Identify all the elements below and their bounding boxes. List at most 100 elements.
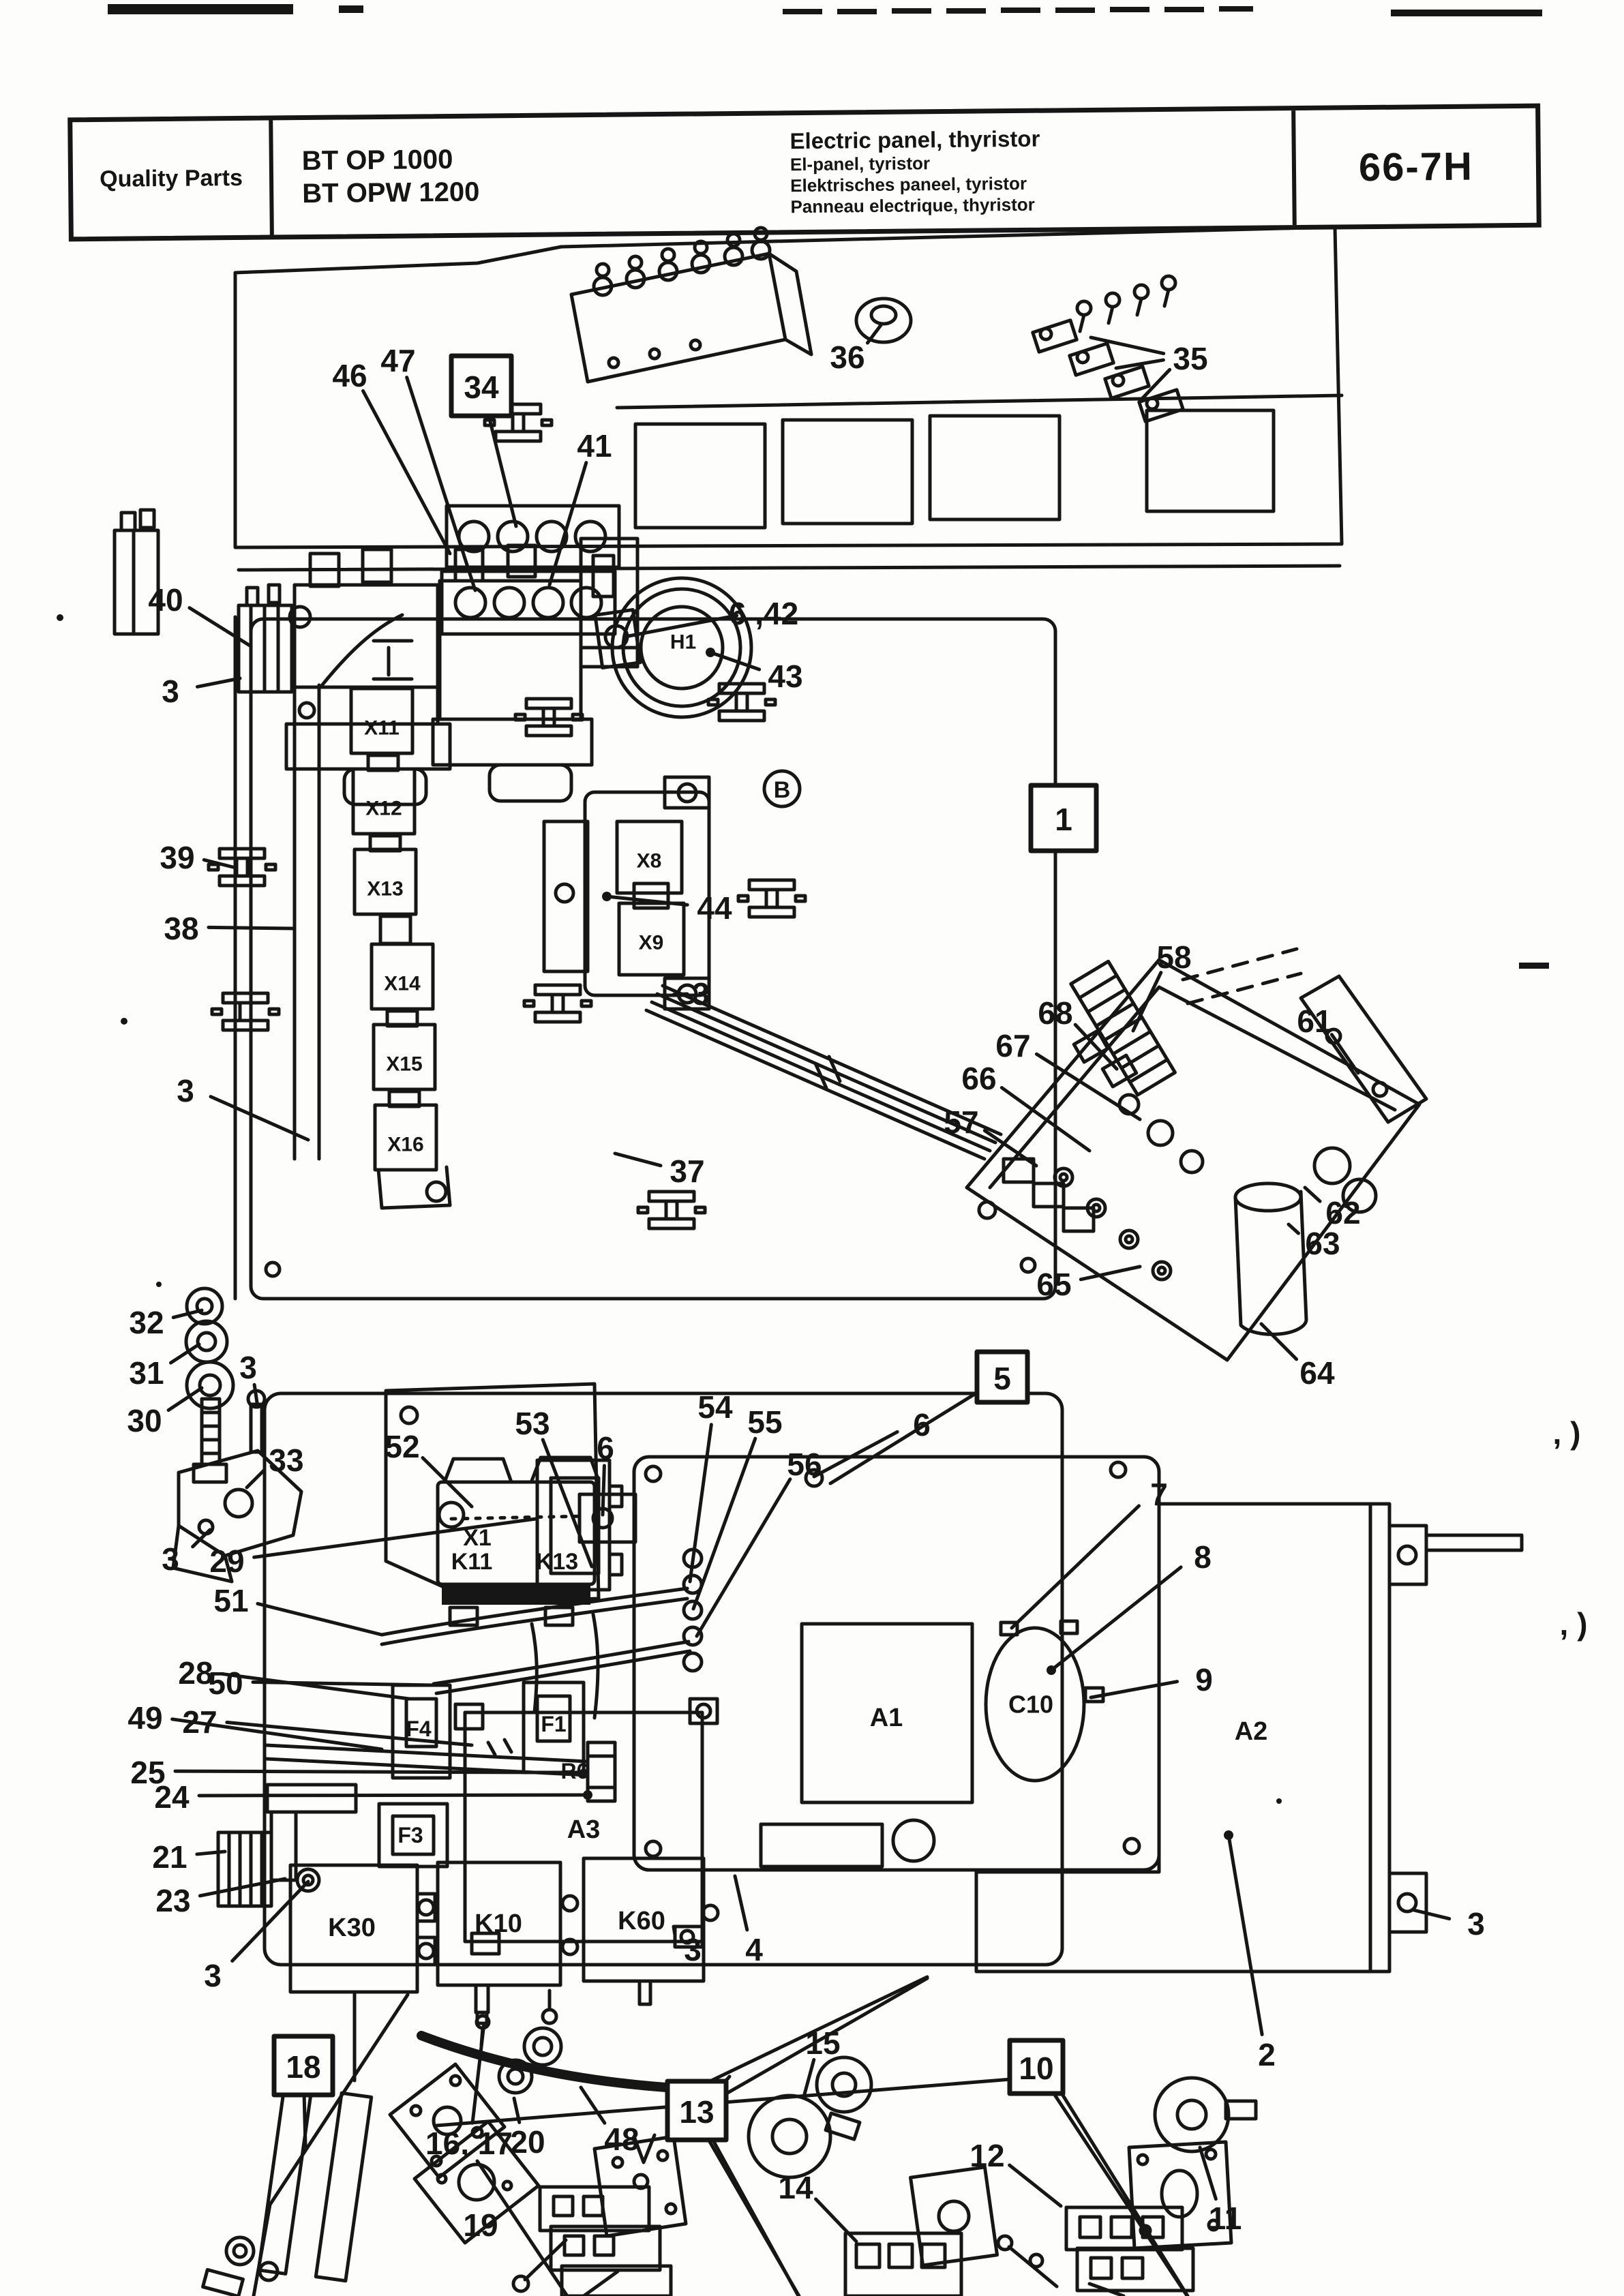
callout-31: 31: [129, 1355, 164, 1391]
a1-plate: [577, 1455, 1161, 1872]
leader-66: [999, 1086, 1092, 1153]
leader-39: [202, 858, 235, 869]
callout-16-17: 16, 17: [425, 2126, 513, 2161]
leader-64: [1259, 1322, 1299, 1361]
callout-62: 62: [1325, 1195, 1360, 1230]
callout-12: 12: [969, 2138, 1004, 2173]
leader-46: [361, 389, 452, 556]
part-label-a1: A1: [870, 1704, 903, 1732]
leader-21: [195, 1849, 227, 1856]
top-panel-assembly: [112, 225, 1344, 806]
leader-24: [197, 1793, 590, 1798]
cap-15: [747, 2055, 873, 2179]
part-label-x11: X11: [364, 717, 400, 740]
callout-21: 21: [152, 1839, 187, 1875]
callout-B: B: [774, 777, 791, 803]
part-label-x15: X15: [386, 1053, 422, 1076]
callout-57: 57: [944, 1104, 978, 1140]
leader-54: [688, 1423, 713, 1584]
leader-3c: [209, 1095, 310, 1142]
callout-19: 19: [463, 2207, 498, 2243]
ref-box-1: [1028, 783, 1099, 854]
part-label-x14: X14: [384, 973, 421, 995]
wing-bolt: [706, 682, 777, 723]
horn-h1: [593, 576, 753, 719]
leader-3a: [195, 676, 242, 689]
callout-14: 14: [778, 2170, 813, 2205]
callout-3b: 3: [692, 976, 710, 1012]
leader-12: [1008, 2163, 1063, 2208]
leader-41: [547, 461, 588, 587]
callout-35: 35: [1173, 341, 1207, 376]
leader-52: [421, 1456, 474, 1509]
callout-3e: 3: [162, 1541, 179, 1577]
callout-44: 44: [697, 890, 732, 926]
part-label-c10: C10: [1008, 1691, 1053, 1719]
leader-57: [982, 1128, 1038, 1168]
callout-34: 34: [464, 369, 499, 405]
callout-15: 15: [805, 2025, 840, 2061]
leader-27: [225, 1721, 474, 1747]
leader-62: [1303, 1185, 1322, 1203]
callout-3a: 3: [162, 674, 179, 709]
part-label-x12: X12: [365, 798, 402, 820]
callout-63: 63: [1305, 1226, 1340, 1261]
wiring-loom: [644, 984, 1003, 1161]
stray-mark-1: , ): [1560, 1606, 1588, 1642]
part-label-x1: X1: [463, 1525, 492, 1551]
leader-14: [814, 2197, 858, 2244]
callout-41: 41: [577, 428, 612, 464]
leader-31: [168, 1342, 201, 1365]
callout-6L: 6: [597, 1430, 614, 1466]
callout-29: 29: [209, 1543, 244, 1579]
leader-33: [245, 1468, 267, 1490]
leader-4: [733, 1874, 749, 1932]
part-label-x8: X8: [637, 850, 662, 873]
leader-3h: [672, 1924, 677, 1936]
cable-48: [417, 2031, 692, 2094]
leader-51: [256, 1601, 384, 1637]
callout-5: 5: [993, 1361, 1011, 1396]
leader-47: [405, 376, 477, 592]
callout-48: 48: [604, 2121, 639, 2157]
main-board: [207, 402, 1057, 1301]
wing-bolt: [210, 991, 281, 1032]
leader-8: [1049, 1565, 1183, 1672]
module-bolts: [592, 226, 772, 369]
leader-3b: [672, 992, 689, 997]
wing-bolt: [513, 697, 584, 738]
k11-k13-block: [436, 1455, 601, 1627]
part-label-k11: K11: [451, 1549, 493, 1575]
callout-36: 36: [830, 339, 864, 375]
part-label-x16: X16: [387, 1134, 423, 1156]
connector-strip: [292, 639, 452, 1210]
leader-10: [1051, 2089, 1188, 2296]
bottom-exploded: [201, 1975, 1258, 2296]
callout-64: 64: [1299, 1355, 1335, 1391]
leader-3f: [230, 1879, 310, 1963]
leader-18: [302, 2096, 307, 2148]
leader-53: [541, 1438, 594, 1569]
leader-2: [1227, 1833, 1264, 2036]
callout-3g: 3: [1467, 1906, 1485, 1942]
leader-43: [708, 650, 762, 671]
ref-box-13: [665, 2079, 729, 2143]
callout-3h: 3: [684, 1932, 702, 1967]
group-10: [996, 2140, 1233, 2296]
part-label-k10: K10: [475, 1909, 522, 1938]
a3-panel: [453, 1697, 719, 1956]
callout-50: 50: [208, 1665, 243, 1701]
leader-35: [1139, 367, 1172, 402]
part-label-k60: K60: [618, 1907, 665, 1935]
leader-38: [207, 925, 297, 931]
leader-32: [171, 1308, 204, 1320]
ref-box-10: [1007, 2038, 1066, 2096]
leader-44: [605, 894, 689, 907]
callout-13: 13: [679, 2094, 714, 2130]
callout-61: 61: [1297, 1003, 1332, 1039]
part-label-f4: F4: [406, 1717, 432, 1741]
leader-61: [1329, 1033, 1360, 1075]
callout-20: 20: [510, 2124, 545, 2160]
part-label-a2: A2: [1235, 1717, 1268, 1746]
x8-x9-assembly: [542, 775, 711, 1011]
